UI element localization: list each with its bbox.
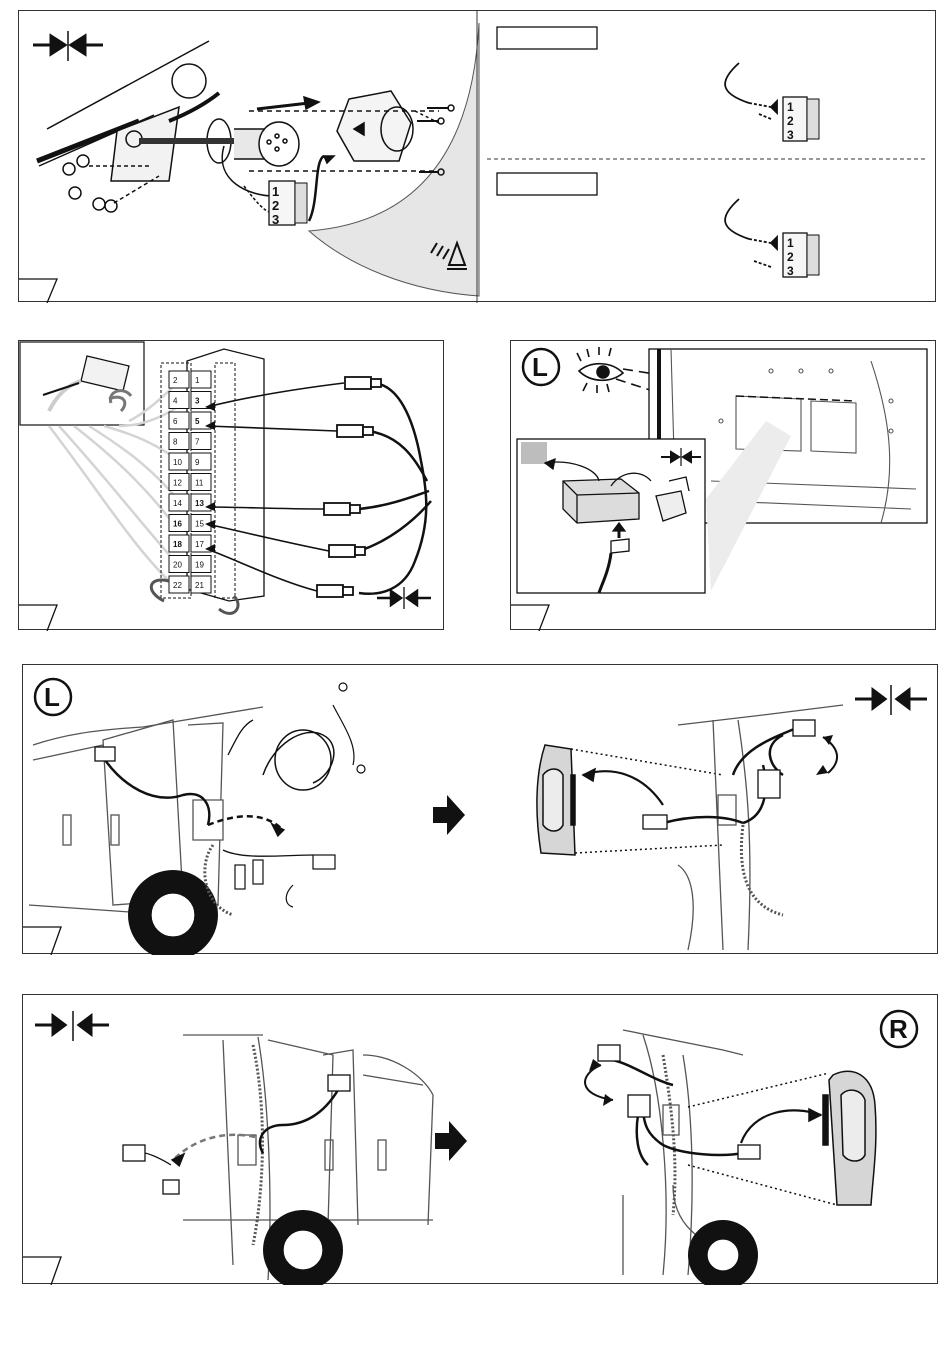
- tow-bar-drawing: [37, 41, 454, 221]
- socket-pin-label: 10: [173, 458, 182, 467]
- socket-pin-label: 1: [195, 376, 200, 385]
- socket-pin-label: 9: [195, 458, 200, 467]
- socket-pin-label: 14: [173, 499, 182, 508]
- socket-pin-label: 4: [173, 397, 178, 406]
- socket-pin-label: 18: [173, 540, 182, 549]
- socket-pin-label: 13: [195, 499, 204, 508]
- side-letter: R: [889, 1014, 908, 1044]
- tail-light: [537, 745, 723, 855]
- next-step-arrow-icon: [433, 795, 465, 835]
- panel-3-drawing: L: [511, 341, 937, 631]
- corner-notch: [19, 279, 57, 303]
- socket-pin-cell: [169, 412, 189, 429]
- corner-notch: [23, 1257, 61, 1285]
- socket-pin-cell: [191, 371, 211, 388]
- panel-step-5: R: [22, 994, 938, 1284]
- harness-left: [123, 1075, 350, 1194]
- panel-4-drawing: L: [23, 665, 939, 955]
- socket-pin-label: 19: [195, 561, 204, 570]
- connector-pin-label: 3: [272, 212, 279, 227]
- eye-icon: [577, 347, 623, 393]
- socket-pin-label: 2: [173, 376, 178, 385]
- side-letter: L: [44, 682, 60, 712]
- connector-pin-label: 3: [787, 128, 794, 142]
- socket-pin-label: 7: [195, 438, 200, 447]
- next-step-arrow-icon: [435, 1121, 467, 1161]
- connector-pin-label: 2: [272, 198, 279, 213]
- connector-pin-label: 1: [787, 236, 794, 250]
- variant-label-box-a: [497, 27, 597, 49]
- socket-pin-label: 16: [173, 520, 182, 529]
- socket-pin-cell: [191, 433, 211, 450]
- compress-arrows-icon: [855, 685, 927, 715]
- connector-block: 1 2 3: [269, 181, 307, 227]
- socket-pin-label: 12: [173, 479, 182, 488]
- socket-pin-label: 22: [173, 581, 182, 590]
- socket-pin-cell: [169, 433, 189, 450]
- van-rear-left: [183, 1035, 433, 1285]
- compress-arrows-icon: [35, 1011, 109, 1041]
- panel-5-drawing: R: [23, 995, 939, 1285]
- socket-pin-label: 6: [173, 417, 178, 426]
- connector-pin-label: 2: [787, 250, 794, 264]
- tail-light: [688, 1071, 876, 1205]
- panel-step-4: L: [22, 664, 938, 954]
- socket-pin-label: 11: [195, 479, 204, 488]
- connector-pin-label: 1: [787, 100, 794, 114]
- socket-pin-label: 21: [195, 581, 204, 590]
- socket-pin-cell: [169, 371, 189, 388]
- van-rear-right: [678, 705, 843, 950]
- van-rear-left: [29, 707, 263, 955]
- pin-terminals: [317, 377, 431, 597]
- connector-pin-label: 3: [787, 264, 794, 278]
- corner-notch: [23, 927, 61, 955]
- panel-1-drawing: 1 2 3 1 2 3: [19, 11, 937, 303]
- connector-pin-label: 1: [272, 184, 279, 199]
- color-swatch: [521, 442, 547, 464]
- connector-variant-b: [725, 199, 819, 277]
- socket-pin-label: 3: [195, 397, 200, 406]
- connector-variant-a: [725, 63, 819, 141]
- harness-left: [95, 683, 365, 907]
- variant-label-box-b: [497, 173, 597, 195]
- connector-pin-label: 2: [787, 114, 794, 128]
- side-letter: L: [532, 352, 548, 382]
- socket-pin-label: 8: [173, 438, 178, 447]
- socket-pin-label: 20: [173, 561, 182, 570]
- panel-step-3: L: [510, 340, 936, 630]
- corner-notch: [19, 605, 57, 631]
- socket-pin-cell: [169, 392, 189, 409]
- socket-pin-label: 5: [195, 417, 200, 426]
- panel-step-1: 1 2 3 1 2 3: [18, 10, 936, 302]
- compress-arrows-icon: [33, 31, 103, 61]
- socket-pin-label: 15: [195, 520, 204, 529]
- socket-pin-cell: [191, 453, 211, 470]
- corner-notch: [511, 605, 549, 631]
- socket-pin-label: 17: [195, 540, 204, 549]
